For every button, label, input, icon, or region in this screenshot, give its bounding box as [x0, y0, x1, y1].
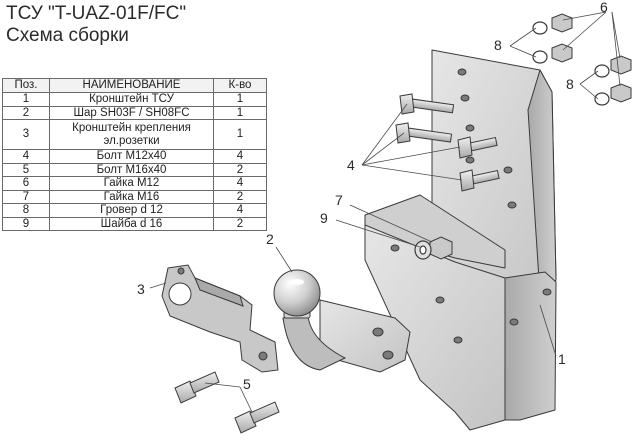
- parts-table-header: Поз. НАИМЕНОВАНИЕ К-во: [2, 78, 267, 93]
- cell-name: Кронштейн крепления эл.розетки: [49, 119, 214, 150]
- bolt-m16: [234, 401, 280, 434]
- washer-d16: [414, 240, 432, 260]
- bolt-m12: [459, 169, 500, 192]
- callout-7: 7: [335, 192, 343, 208]
- callout-5: 5: [243, 376, 251, 392]
- grover-washer-group: [532, 21, 610, 106]
- leader-lines: [149, 11, 621, 413]
- header-name: НАИМЕНОВАНИЕ: [49, 78, 214, 93]
- bolt-m12-group: [395, 93, 500, 192]
- callout-8-top: 8: [494, 37, 502, 53]
- cell-qty: 1: [213, 119, 267, 150]
- bolt-m16-group: [174, 371, 280, 434]
- callout-2: 2: [266, 231, 274, 247]
- nut-m12: [610, 55, 632, 75]
- grover-washer: [594, 64, 610, 78]
- table-row: 3 Кронштейн крепления эл.розетки 1: [2, 119, 267, 150]
- bolt-m16: [174, 371, 220, 404]
- header-qty: К-во: [213, 78, 267, 93]
- callout-8-right: 8: [566, 76, 574, 92]
- cell-pos: 9: [2, 216, 50, 231]
- table-row: 9 Шайба d 16 2: [2, 216, 267, 231]
- parts-table: Поз. НАИМЕНОВАНИЕ К-во 1 Кронштейн ТСУ 1…: [2, 78, 267, 231]
- tow-bracket: [364, 49, 557, 431]
- drawing-title: ТСУ "T-UAZ-01F/FC": [6, 3, 187, 24]
- callout-3: 3: [137, 281, 145, 297]
- table-row: 7 Гайка М16 2: [2, 189, 267, 204]
- table-row: 8 Гровер d 12 4: [2, 203, 267, 218]
- nut-m16: [429, 236, 453, 260]
- grover-washer: [532, 50, 548, 64]
- table-row: 4 Болт М12x40 4: [2, 149, 267, 164]
- cell-name: Шайба d 16: [49, 216, 214, 231]
- grover-washer: [532, 21, 548, 35]
- bolt-m12: [395, 122, 453, 144]
- nut-m12: [551, 13, 573, 33]
- cell-pos: 3: [2, 119, 50, 150]
- callout-9: 9: [320, 210, 328, 226]
- nut-m12: [551, 43, 573, 63]
- grover-washer: [594, 92, 610, 106]
- callout-1: 1: [558, 351, 566, 367]
- socket-bracket: [161, 264, 279, 373]
- callout-4: 4: [347, 157, 355, 173]
- header-pos: Поз.: [2, 78, 50, 93]
- nut-m12: [610, 83, 632, 103]
- tow-ball: [273, 269, 411, 373]
- cell-name: Болт М12x40: [49, 149, 214, 164]
- callout-6: 6: [600, 0, 608, 15]
- cell-qty: 1: [213, 105, 267, 120]
- table-row: 1 Кронштейн ТСУ 1: [2, 92, 267, 107]
- cell-qty: 2: [213, 216, 267, 231]
- cell-name: Гайка М16: [49, 189, 214, 204]
- bolt-m12: [457, 136, 498, 159]
- drawing-subtitle: Схема сборки: [6, 25, 129, 46]
- nut-m12-group: [551, 13, 632, 103]
